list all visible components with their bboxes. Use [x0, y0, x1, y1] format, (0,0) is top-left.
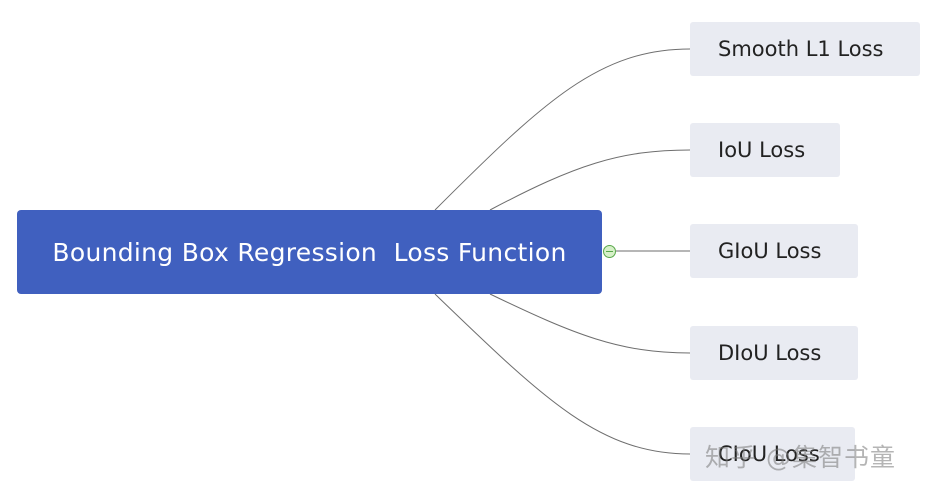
- child-node-label: Smooth L1 Loss: [718, 37, 884, 61]
- connector-smooth-l1: [434, 48, 691, 211]
- child-node-giou-loss[interactable]: GIoU Loss: [690, 224, 858, 278]
- child-node-label: DIoU Loss: [718, 341, 822, 365]
- root-node[interactable]: Bounding Box Regression Loss Function: [17, 210, 602, 294]
- child-node-label: IoU Loss: [718, 138, 806, 162]
- connector-ciou: [434, 293, 691, 455]
- collapse-toggle-icon[interactable]: [603, 245, 616, 258]
- watermark: 知乎 @集智书童: [705, 443, 896, 472]
- child-node-diou-loss[interactable]: DIoU Loss: [690, 326, 858, 380]
- child-node-smooth-l1-loss[interactable]: Smooth L1 Loss: [690, 22, 920, 76]
- child-node-label: GIoU Loss: [718, 239, 822, 263]
- connector-iou: [489, 149, 691, 211]
- root-node-label: Bounding Box Regression Loss Function: [52, 237, 567, 267]
- child-node-label: CIoU Loss: [718, 442, 820, 466]
- child-node-ciou-loss[interactable]: CIoU Loss: [690, 427, 855, 481]
- child-node-iou-loss[interactable]: IoU Loss: [690, 123, 840, 177]
- connector-diou: [489, 293, 691, 354]
